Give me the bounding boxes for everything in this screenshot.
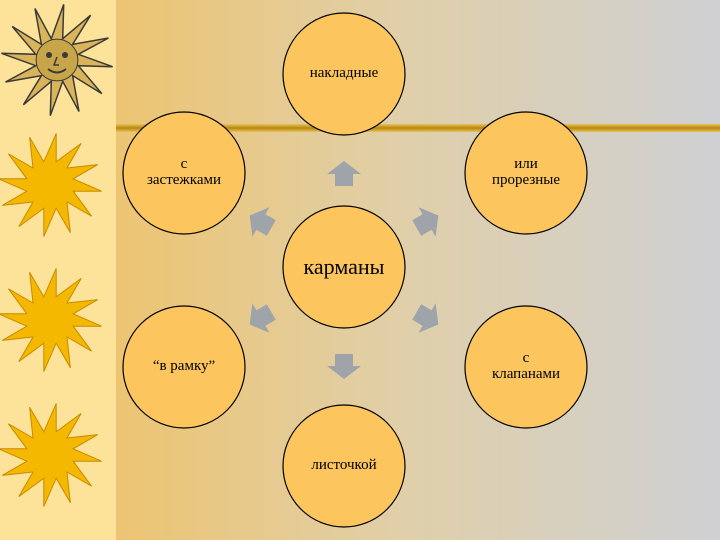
node-circle-top	[282, 12, 406, 136]
sun-icon	[1, 4, 113, 116]
sun-icon	[0, 268, 102, 372]
arrow-top	[327, 161, 361, 186]
node-circle-top-left	[122, 111, 246, 235]
node-circle-top-right	[464, 111, 588, 235]
arrow-top-left	[249, 207, 276, 237]
center-node-circle	[282, 205, 406, 329]
arrow-bottom-left	[249, 303, 276, 333]
node-circle-bottom-left	[122, 305, 246, 429]
node-circle-bottom	[282, 404, 406, 528]
sun-icon	[0, 133, 102, 237]
arrow-bottom	[327, 354, 361, 379]
gold-divider-line	[116, 124, 720, 132]
sun-icon	[0, 403, 102, 507]
arrow-top-right	[412, 207, 439, 237]
node-circle-bottom-right	[464, 305, 588, 429]
arrow-bottom-right	[412, 303, 439, 333]
